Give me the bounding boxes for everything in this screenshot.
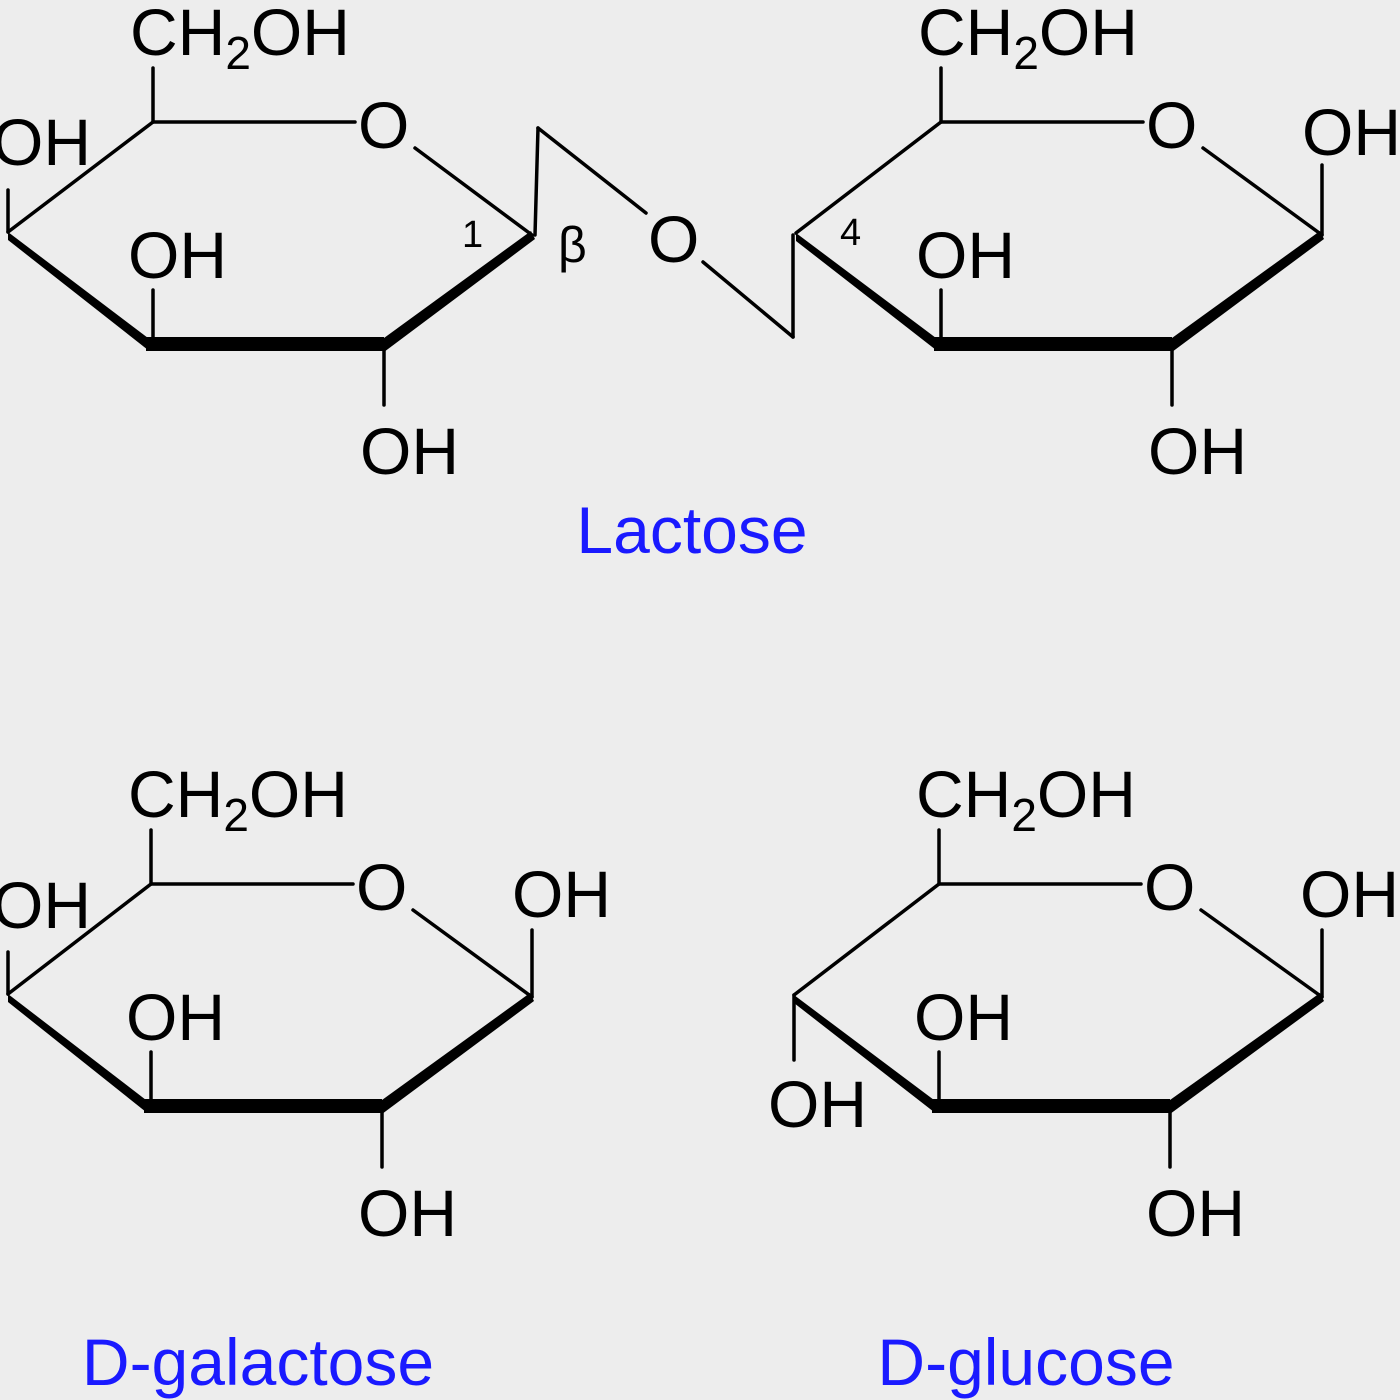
hydroxyl-label: OH xyxy=(1148,414,1247,488)
hydroxyl-label: OH xyxy=(0,105,91,179)
glycosidic-bond: O xyxy=(533,126,795,339)
hydroxyl-label: OH xyxy=(360,414,459,488)
hydroxyl-label: OH xyxy=(1146,1176,1245,1250)
hydroxyl-label: OH xyxy=(126,980,225,1054)
carbon-4-label: 4 xyxy=(840,212,861,254)
hydroxyl-label: OH xyxy=(768,1067,867,1141)
hydroxyl-label: OH xyxy=(916,218,1015,292)
hydroxyl-label: OH xyxy=(358,1176,457,1250)
ring-oxygen-label: O xyxy=(356,850,407,924)
lactose-galactose-ring: CH2OH O OH OH OH 1 β xyxy=(0,0,587,488)
beta-label: β xyxy=(558,217,587,273)
hydroxyl-label: OH xyxy=(512,857,611,931)
ch2oh-label: CH2OH xyxy=(916,757,1136,841)
hydroxyl-label: OH xyxy=(128,218,227,292)
d-glucose-ring: CH2OH O OH OH OH OH xyxy=(768,757,1399,1250)
ch2oh-label: CH2OH xyxy=(918,0,1138,79)
hydroxyl-label: OH xyxy=(1300,857,1399,931)
galactose-caption: D-galactose xyxy=(82,1325,434,1399)
ch2oh-label: CH2OH xyxy=(128,757,348,841)
hydroxyl-label: OH xyxy=(1302,95,1400,169)
glycosidic-oxygen-label: O xyxy=(648,202,699,276)
glucose-caption: D-glucose xyxy=(877,1325,1174,1399)
ring-oxygen-label: O xyxy=(1146,88,1197,162)
ring-oxygen-label: O xyxy=(358,88,409,162)
ch2oh-label: CH2OH xyxy=(130,0,350,79)
hydroxyl-label: OH xyxy=(914,980,1013,1054)
hydroxyl-label: OH xyxy=(0,868,91,942)
ring-oxygen-label: O xyxy=(1144,850,1195,924)
lactose-glucose-ring: CH2OH O OH OH OH 4 xyxy=(794,0,1400,488)
lactose-caption: Lactose xyxy=(576,493,807,567)
d-galactose-ring: CH2OH O OH OH OH OH xyxy=(0,757,611,1250)
carbon-1-label: 1 xyxy=(462,214,483,256)
